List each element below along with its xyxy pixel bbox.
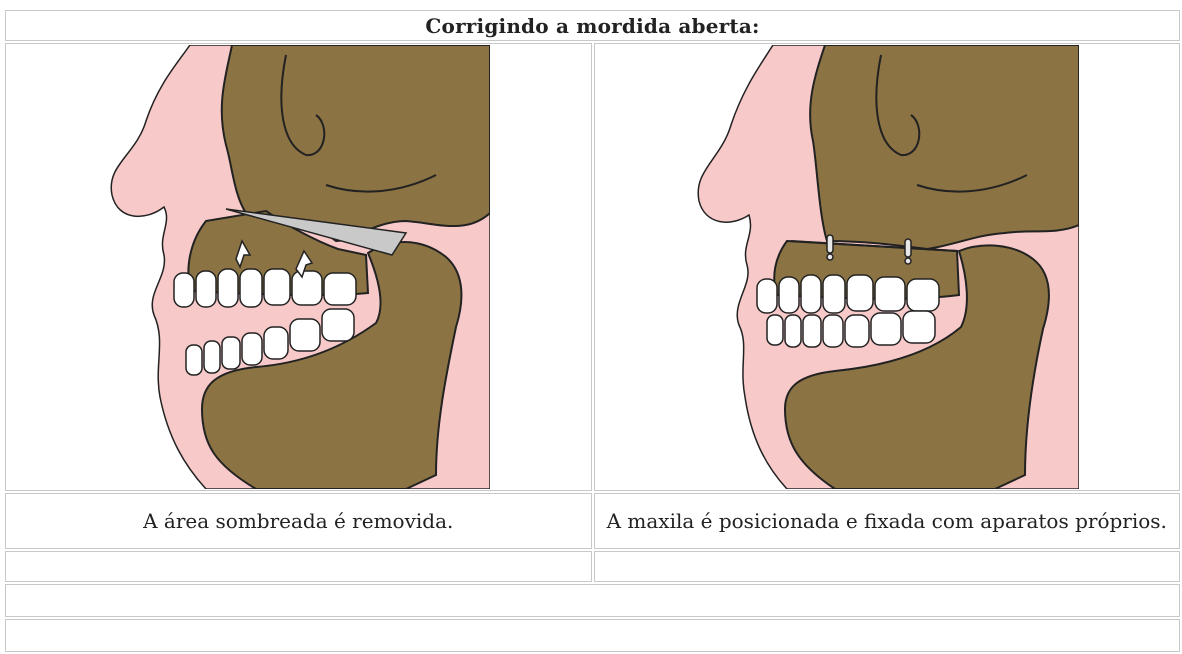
- arrow-up-icon: [235, 239, 314, 279]
- right-caption: A maxila é posicionada e fixada com apar…: [593, 493, 1180, 549]
- jaw-illustration-before: [110, 45, 491, 489]
- mandible: [783, 244, 1050, 489]
- skull-bone: [808, 45, 1079, 251]
- left-caption: A área sombreada é removida.: [5, 493, 592, 549]
- empty-cell-left: [5, 551, 592, 582]
- upper-teeth: [756, 274, 940, 314]
- left-image-cell: [5, 43, 592, 491]
- lower-teeth: [766, 310, 936, 348]
- right-image-cell: [593, 43, 1180, 491]
- upper-teeth: [173, 268, 357, 308]
- screw-icon: [826, 234, 912, 265]
- shaded-wedge: [226, 208, 408, 256]
- table-title: Corrigindo a mordida aberta:: [5, 10, 1180, 41]
- blank-row-2: [5, 619, 1180, 652]
- jaw-illustration-after: [697, 45, 1079, 489]
- open-bite-table: Corrigindo a mordida aberta:: [3, 8, 1182, 654]
- blank-row-1: [5, 584, 1180, 617]
- empty-cell-right: [593, 551, 1180, 582]
- lower-teeth: [185, 308, 355, 376]
